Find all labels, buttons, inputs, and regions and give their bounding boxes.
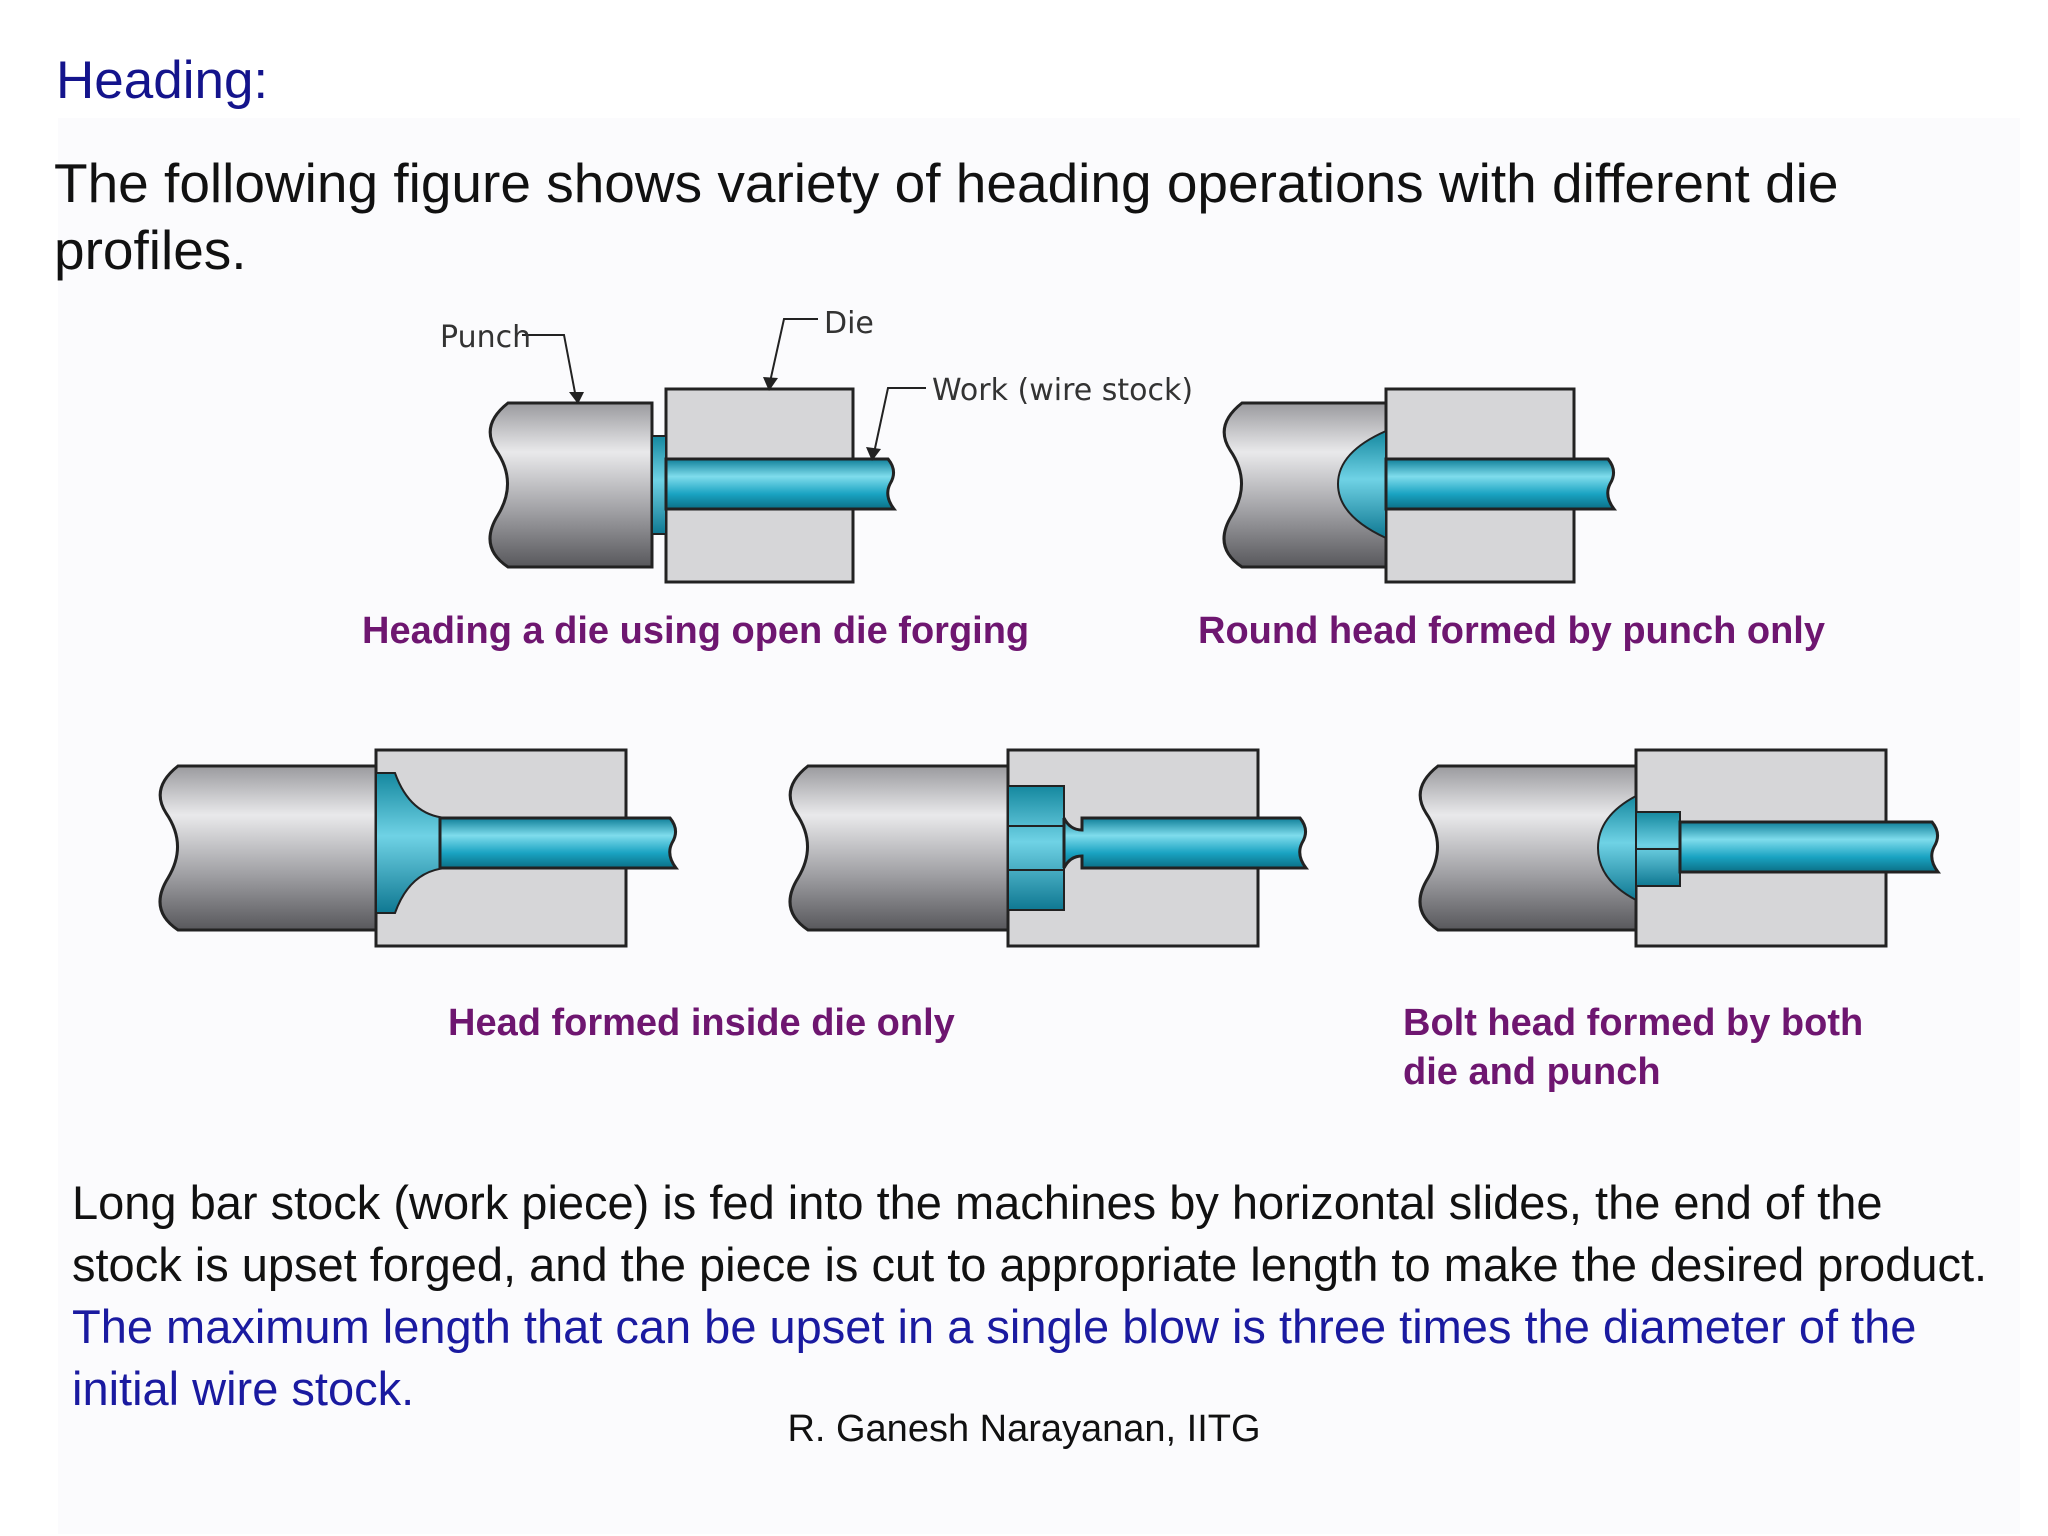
panel-bolt-head	[1418, 748, 1942, 948]
panel-round-head-punch	[1222, 387, 1618, 584]
caption-round-head: Round head formed by punch only	[1198, 610, 1825, 652]
work-head	[651, 435, 667, 535]
heading-operations-figure: Punch Die Work (wire stock)	[158, 306, 1942, 948]
die-arrowhead	[763, 377, 778, 391]
panel-head-inside-die	[158, 748, 680, 948]
punch-label: Punch	[440, 320, 531, 355]
paragraph-highlight: The maximum length that can be upset in …	[72, 1300, 1917, 1415]
panel-hex-head	[788, 748, 1310, 948]
caption-inside-die: Head formed inside die only	[448, 1002, 955, 1044]
caption-bolt-head: Bolt head formed by both die and punch	[1403, 1002, 1864, 1093]
footer-credit: R. Ganesh Narayanan, IITG	[787, 1408, 1261, 1450]
punch	[1418, 764, 1638, 932]
work-wire	[1678, 820, 1942, 874]
body-paragraph: Long bar stock (work piece) is fed into …	[72, 1172, 1992, 1420]
punch	[1222, 401, 1388, 569]
work-wire	[1062, 816, 1310, 870]
caption-open-die: Heading a die using open die forging	[362, 610, 1030, 652]
hex-head	[1007, 785, 1065, 911]
punch	[488, 401, 654, 569]
round-head	[1596, 794, 1637, 902]
panel-open-die-heading: Punch Die Work (wire stock)	[440, 306, 1193, 584]
punch	[788, 764, 1010, 932]
die-label: Die	[824, 306, 874, 341]
slide-heading: Heading:	[56, 51, 269, 110]
work-wire	[664, 457, 898, 511]
round-head	[1336, 429, 1387, 540]
punch	[158, 764, 378, 932]
work-label: Work (wire stock)	[932, 373, 1193, 408]
punch-arrowhead	[569, 392, 584, 404]
die-leader	[769, 318, 818, 383]
intro-text: The following figure shows variety of he…	[54, 152, 1839, 281]
work-arrowhead	[866, 447, 881, 461]
work-wire	[438, 816, 680, 870]
punch-leader	[522, 334, 577, 399]
paragraph-text: Long bar stock (work piece) is fed into …	[72, 1176, 1988, 1291]
work-wire	[1384, 457, 1618, 511]
work-leader	[873, 387, 926, 454]
